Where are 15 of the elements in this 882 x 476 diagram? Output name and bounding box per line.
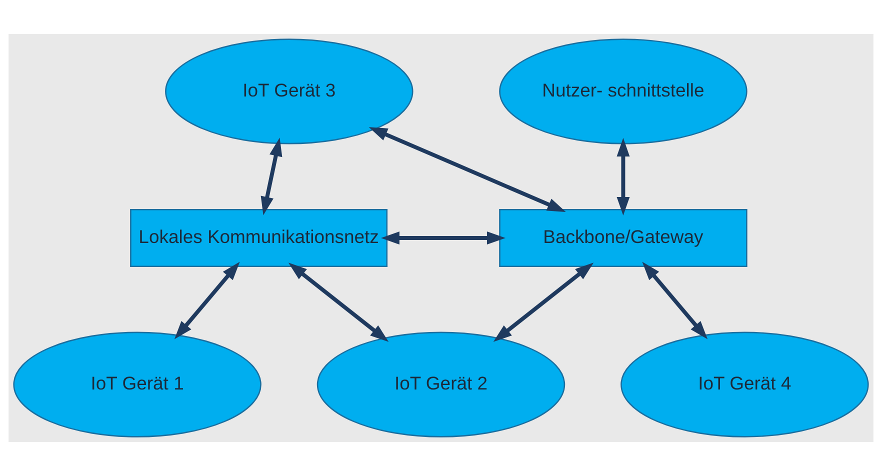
arrow (616, 138, 630, 216)
node-ellipse: IoT Gerät 2 (316, 332, 566, 438)
node-ellipse: IoT Gerät 1 (13, 332, 262, 438)
arrow (174, 262, 240, 340)
node-ellipse: IoT Gerät 4 (620, 332, 869, 438)
node-box: Lokales Kommunikationsnetz (130, 208, 388, 268)
arrow (288, 262, 389, 342)
arrow (260, 138, 282, 216)
node-ellipse: IoT Gerät 3 (165, 38, 414, 144)
arrow (380, 232, 506, 244)
node-box: Backbone/Gateway (499, 208, 748, 268)
node-ellipse: Nutzer- schnittstelle (499, 38, 748, 144)
arrow (368, 127, 566, 212)
arrow (493, 262, 594, 342)
arrow (642, 262, 708, 340)
